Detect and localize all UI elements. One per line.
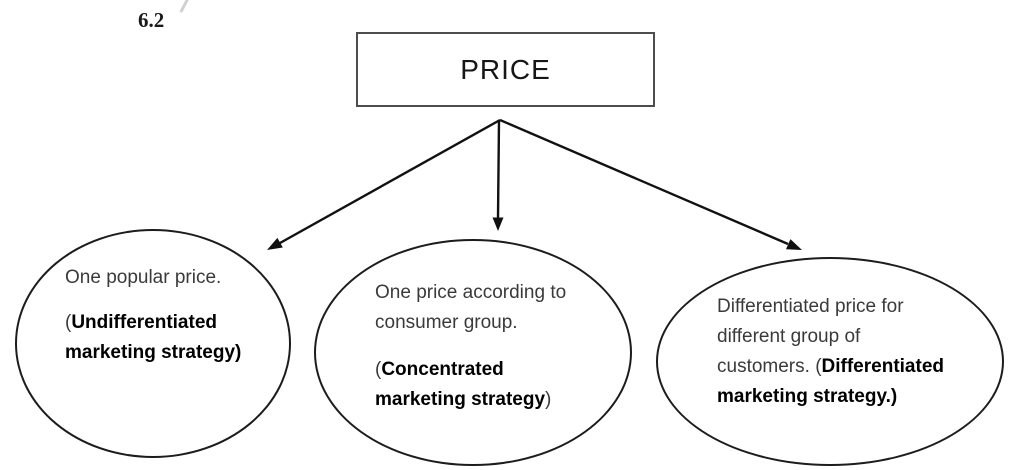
text-line: One popular price.	[65, 263, 241, 293]
text-line: consumer group.	[375, 308, 566, 338]
arrow-to-differentiated	[499, 118, 802, 250]
text-segment-bold: Concentrated	[381, 359, 504, 380]
text-segment-bold: marketing strategy)	[65, 342, 242, 363]
arrow-left-line	[279, 118, 501, 245]
text-segment: Differentiated price for	[717, 296, 904, 317]
text-line: customers. (Differentiated	[717, 352, 944, 382]
arrow-to-undifferentiated	[267, 118, 501, 250]
text-segment: consumer group.	[375, 312, 518, 333]
text-segment: One price according to	[375, 282, 567, 303]
ellipse-undifferentiated	[15, 229, 291, 458]
arrow-right-head-icon	[786, 239, 802, 250]
text-line: different group of	[717, 322, 944, 352]
text-line: One price according to	[375, 278, 566, 308]
arrow-to-concentrated	[492, 119, 504, 231]
text-segment: (	[65, 312, 72, 333]
text-segment-bold: marketing strategy	[375, 389, 546, 410]
arrow-middle-head-icon	[492, 217, 504, 231]
differentiated-text: Differentiated price for different group…	[717, 292, 944, 412]
ellipse-differentiated	[656, 257, 1004, 466]
arrow-left-head-icon	[267, 237, 283, 250]
text-line: (Concentrated	[375, 355, 566, 385]
price-node-label: PRICE	[460, 53, 551, 85]
text-line: marketing strategy)	[65, 338, 241, 368]
text-line: marketing strategy)	[375, 385, 566, 415]
text-segment-bold: Differentiated	[821, 356, 944, 377]
arrow-right-line	[499, 118, 789, 246]
text-segment: )	[545, 389, 552, 410]
text-line: marketing strategy.)	[717, 382, 944, 412]
text-line: Differentiated price for	[717, 292, 944, 322]
scan-artifact	[179, 0, 190, 13]
text-segment-bold: marketing strategy.)	[717, 386, 898, 407]
price-node: PRICE	[356, 32, 655, 107]
section-number: 6.2	[138, 8, 165, 32]
text-segment: One popular price.	[65, 267, 222, 288]
text-segment: customers. (	[717, 356, 822, 377]
undifferentiated-text: One popular price. (Undifferentiated mar…	[65, 263, 241, 368]
text-segment-bold: Undifferentiated	[71, 312, 218, 333]
arrow-middle-line	[496, 119, 501, 219]
text-line: (Undifferentiated	[65, 308, 241, 338]
text-segment: (	[375, 359, 382, 380]
concentrated-text: One price according to consumer group. (…	[375, 278, 566, 415]
text-segment: different group of	[717, 326, 861, 347]
